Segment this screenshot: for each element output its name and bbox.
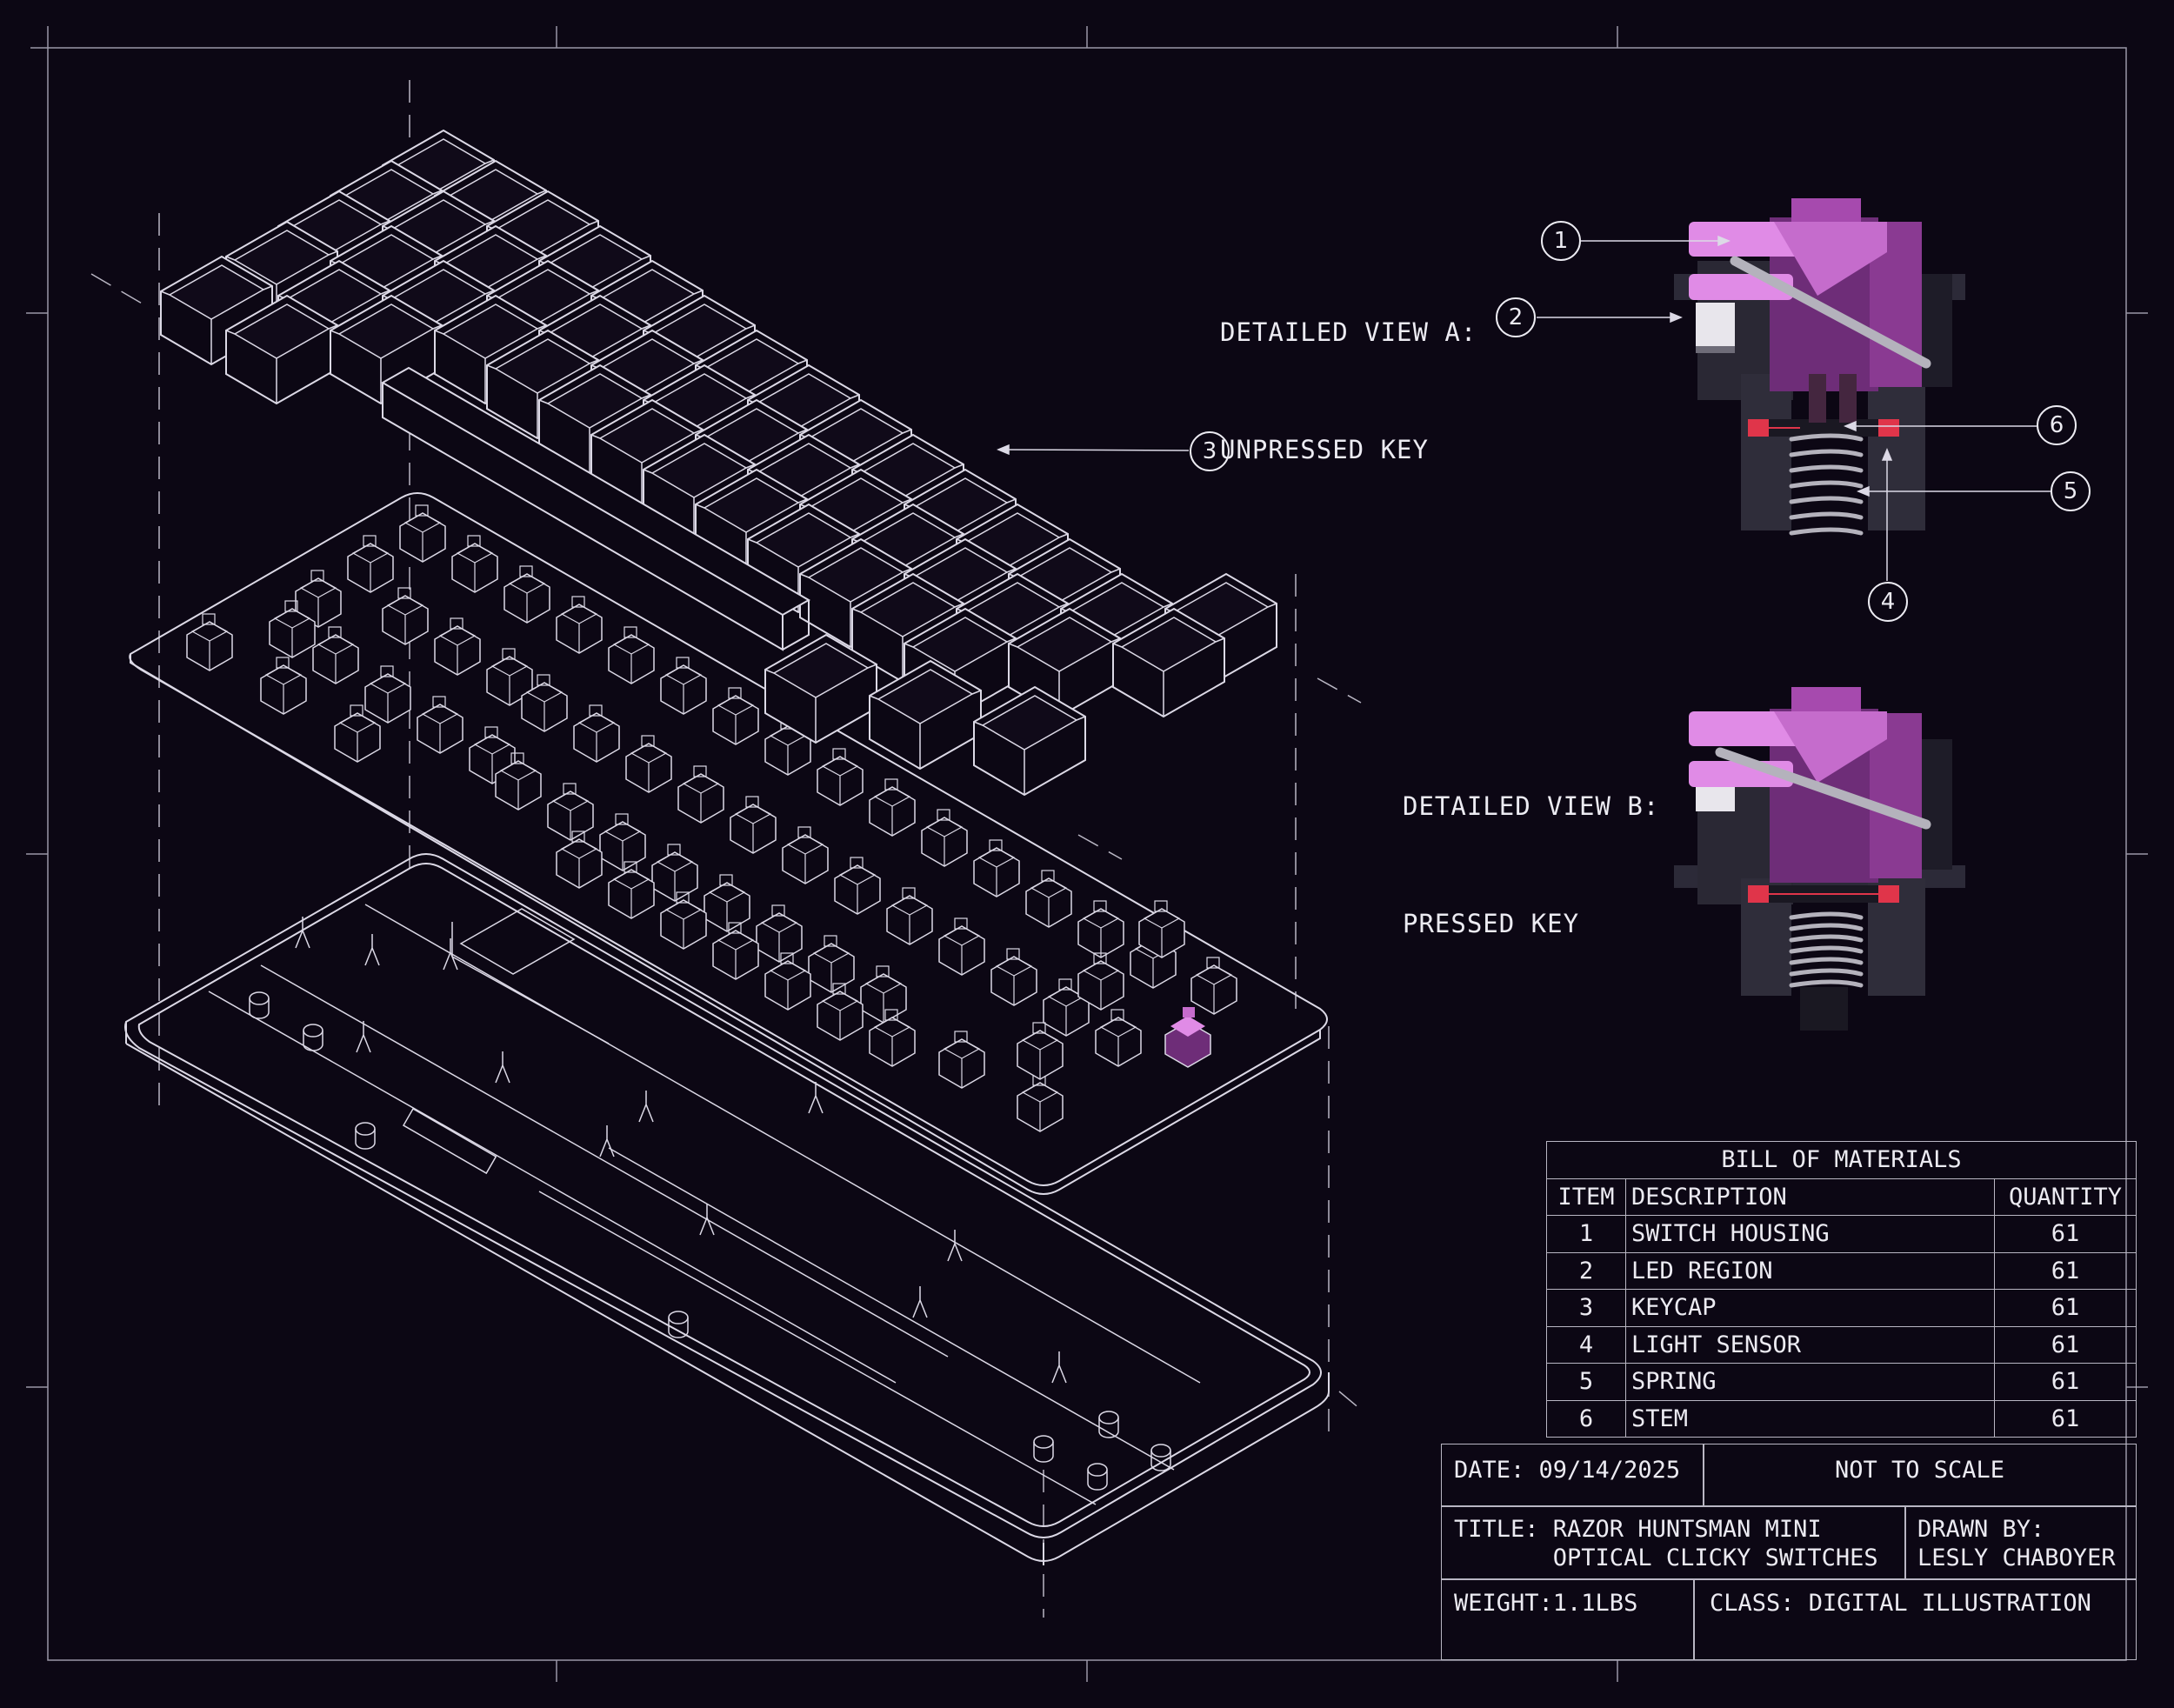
- bom-quantity: 61: [1994, 1289, 2137, 1327]
- bom-description: KEYCAP: [1625, 1289, 1995, 1327]
- bom-item: 3: [1546, 1289, 1626, 1327]
- callout-2: 2: [1496, 297, 1536, 337]
- detail-view-a-line1: DETAILED VIEW A:: [1220, 317, 1477, 347]
- title-block-scale: NOT TO SCALE: [1703, 1444, 2137, 1507]
- detail-view-a-line2: UNPRESSED KEY: [1220, 435, 1429, 464]
- title-block-title: TITLE: RAZOR HUNTSMAN MINI OPTICAL CLICK…: [1441, 1505, 1906, 1580]
- bom-quantity: 61: [1994, 1399, 2137, 1438]
- title-line-2: OPTICAL CLICKY SWITCHES: [1454, 1545, 1878, 1571]
- bom-header-description: DESCRIPTION: [1625, 1178, 1995, 1216]
- drawn-by-name: LESLY CHABOYER: [1917, 1545, 2116, 1571]
- highlighted-switch: [1164, 1007, 1211, 1068]
- detail-view-b-switch: [1674, 687, 1965, 1031]
- detail-view-a-switch: [1674, 198, 1965, 536]
- bom-description: SWITCH HOUSING: [1625, 1215, 1995, 1253]
- weight-text: WEIGHT:1.1LBS: [1454, 1590, 1638, 1617]
- bill-of-materials: BILL OF MATERIALS ITEM DESCRIPTION QUANT…: [1546, 1141, 2137, 1438]
- bom-item: 5: [1546, 1363, 1626, 1401]
- bom-item: 2: [1546, 1251, 1626, 1290]
- title-block-weight: WEIGHT:1.1LBS: [1441, 1578, 1695, 1660]
- date-text: DATE: 09/14/2025: [1454, 1457, 1681, 1484]
- bom-item: 6: [1546, 1399, 1626, 1438]
- bom-header-item: ITEM: [1546, 1178, 1626, 1216]
- detail-view-b-title: DETAILED VIEW B: PRESSED KEY: [1403, 709, 1659, 983]
- callout-4: 4: [1868, 582, 1908, 622]
- bom-quantity: 61: [1994, 1325, 2137, 1364]
- detail-view-b-line2: PRESSED KEY: [1403, 909, 1580, 938]
- bom-description: STEM: [1625, 1399, 1995, 1438]
- drawn-by-label: DRAWN BY:: [1917, 1516, 2045, 1543]
- title-line-1: TITLE: RAZOR HUNTSMAN MINI: [1454, 1516, 1822, 1543]
- title-block-date: DATE: 09/14/2025: [1441, 1444, 1704, 1507]
- detail-view-a-title: DETAILED VIEW A: UNPRESSED KEY: [1220, 235, 1477, 509]
- bom-item: 1: [1546, 1215, 1626, 1253]
- detail-view-b-line1: DETAILED VIEW B:: [1403, 791, 1660, 821]
- class-text: CLASS: DIGITAL ILLUSTRATION: [1710, 1590, 2091, 1617]
- bom-item: 4: [1546, 1325, 1626, 1364]
- bom-quantity: 61: [1994, 1251, 2137, 1290]
- callout-6: 6: [2037, 405, 2077, 445]
- title-block-class: CLASS: DIGITAL ILLUSTRATION: [1693, 1578, 2137, 1660]
- bom-quantity: 61: [1994, 1215, 2137, 1253]
- callout-1: 1: [1541, 221, 1581, 261]
- callout-3: 3: [1190, 431, 1230, 471]
- bom-quantity: 61: [1994, 1363, 2137, 1401]
- switch-plate: [129, 492, 1328, 1195]
- bottom-case: [124, 853, 1330, 1565]
- bom-header-quantity: QUANTITY: [1994, 1178, 2137, 1216]
- bom-description: LIGHT SENSOR: [1625, 1325, 1995, 1364]
- scale-text: NOT TO SCALE: [1834, 1457, 2005, 1484]
- bom-title: BILL OF MATERIALS: [1546, 1141, 2137, 1179]
- bom-description: LED REGION: [1625, 1251, 1995, 1290]
- bom-description: SPRING: [1625, 1363, 1995, 1401]
- title-block-drawn-by: DRAWN BY: LESLY CHABOYER: [1904, 1505, 2137, 1580]
- callout-5: 5: [2051, 471, 2091, 511]
